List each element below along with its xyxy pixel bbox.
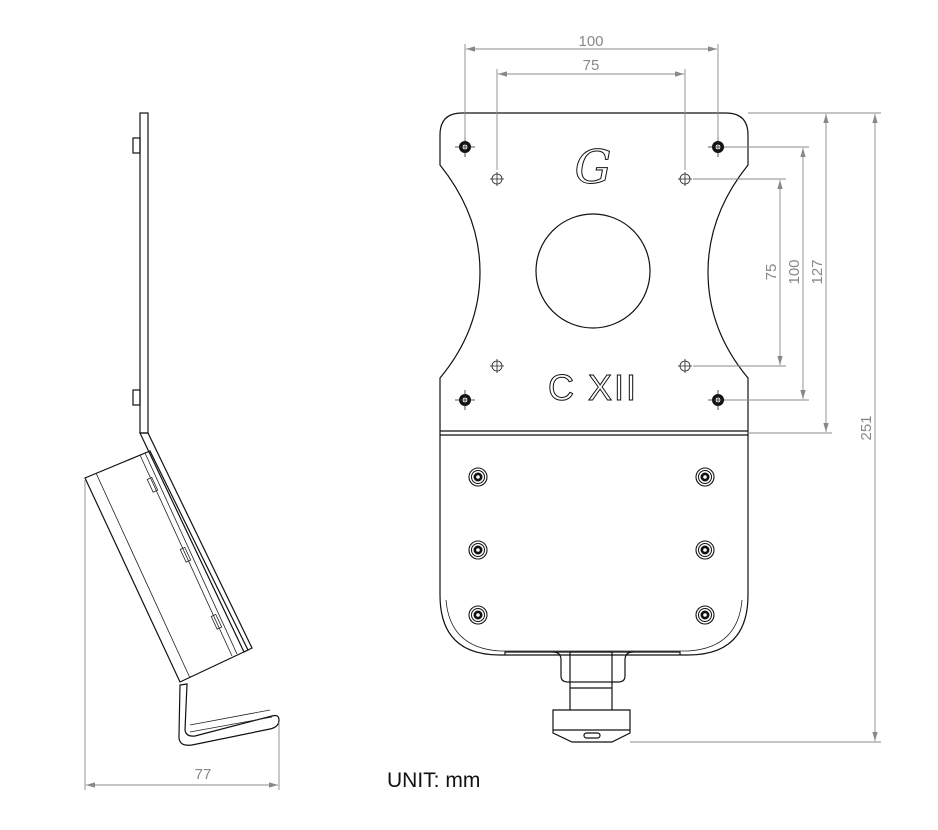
front-plate-outline [439, 112, 749, 656]
screw-boss-icon [695, 540, 715, 560]
dim-side-depth-label: 77 [195, 766, 212, 783]
side-plate [139, 112, 149, 434]
dim-right-inner-label: 75 [763, 264, 780, 281]
mount-screw-bosses [468, 467, 715, 625]
screw-boss-icon [468, 540, 488, 560]
clamp-neck [552, 651, 634, 710]
side-device-body [84, 450, 249, 683]
screw-boss-icon [468, 467, 488, 487]
front-dimensions: 100 75 75 100 127 251 [464, 33, 881, 743]
side-hook [178, 683, 280, 746]
screw-boss-icon [695, 605, 715, 625]
dim-overall-height-label: 251 [858, 415, 875, 440]
screw-boss-icon [468, 605, 488, 625]
clamp-knob [552, 709, 631, 743]
side-tab-top [132, 137, 141, 154]
dim-top-inner-label: 75 [583, 57, 600, 74]
screw-boss-icon [695, 467, 715, 487]
vesa-100-screws [455, 137, 728, 410]
brand-logo: G [575, 140, 612, 194]
unit-label: UNIT: mm [387, 769, 481, 792]
dim-top-outer-label: 100 [578, 33, 603, 50]
side-tab-bottom [132, 389, 141, 406]
side-view [84, 112, 280, 746]
dim-right-outer-label: 127 [809, 259, 826, 284]
center-cable-hole [535, 213, 651, 329]
dim-right-mid-label: 100 [786, 259, 803, 284]
side-bent-plate [139, 432, 253, 653]
dimension-side-depth: 77 [84, 480, 280, 790]
vesa-75-holes [490, 172, 692, 373]
plate-marking: C XII [548, 367, 638, 408]
front-view: G C XII [439, 112, 749, 743]
